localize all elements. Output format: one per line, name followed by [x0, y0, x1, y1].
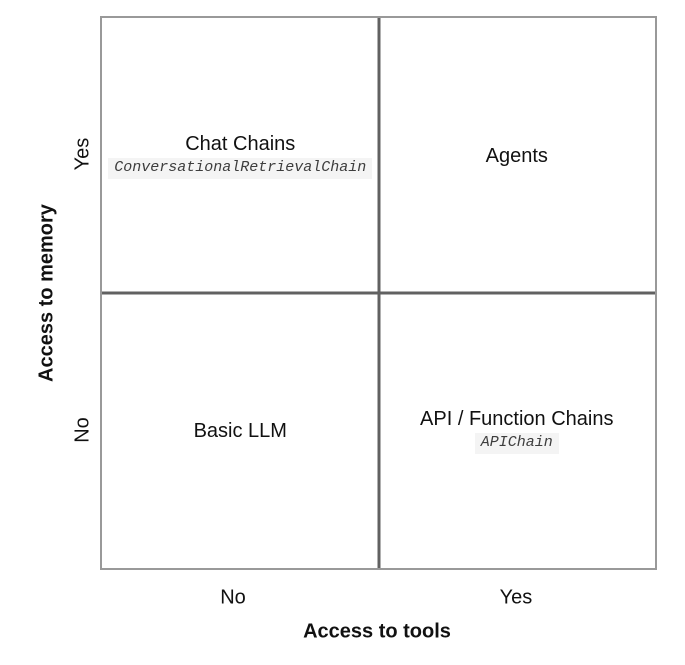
quadrant-title: Agents — [485, 144, 548, 167]
quadrant-top-right: Agents — [379, 18, 656, 293]
quadrant-title: Basic LLM — [193, 419, 287, 442]
x-axis-title: Access to tools — [303, 620, 451, 643]
quadrant-grid: Chat Chains ConversationalRetrievalChain… — [100, 16, 657, 570]
y-axis-label-no: No — [71, 417, 94, 443]
y-axis-title: Access to memory — [35, 204, 58, 382]
quadrant-title: Chat Chains — [185, 133, 296, 156]
quadrant-title: API / Function Chains — [420, 408, 614, 431]
quadrant-code-label: APIChain — [474, 433, 559, 454]
quadrant-bottom-right: API / Function Chains APIChain — [379, 293, 656, 568]
quadrant-top-left: Chat Chains ConversationalRetrievalChain — [102, 18, 379, 293]
x-axis-label-yes: Yes — [499, 586, 533, 609]
x-axis-label-no: No — [220, 586, 246, 609]
y-axis-label-yes: Yes — [71, 137, 94, 171]
quadrant-bottom-left: Basic LLM — [102, 293, 379, 568]
horizontal-divider-line — [102, 291, 655, 295]
quadrant-code-label: ConversationalRetrievalChain — [108, 158, 373, 179]
